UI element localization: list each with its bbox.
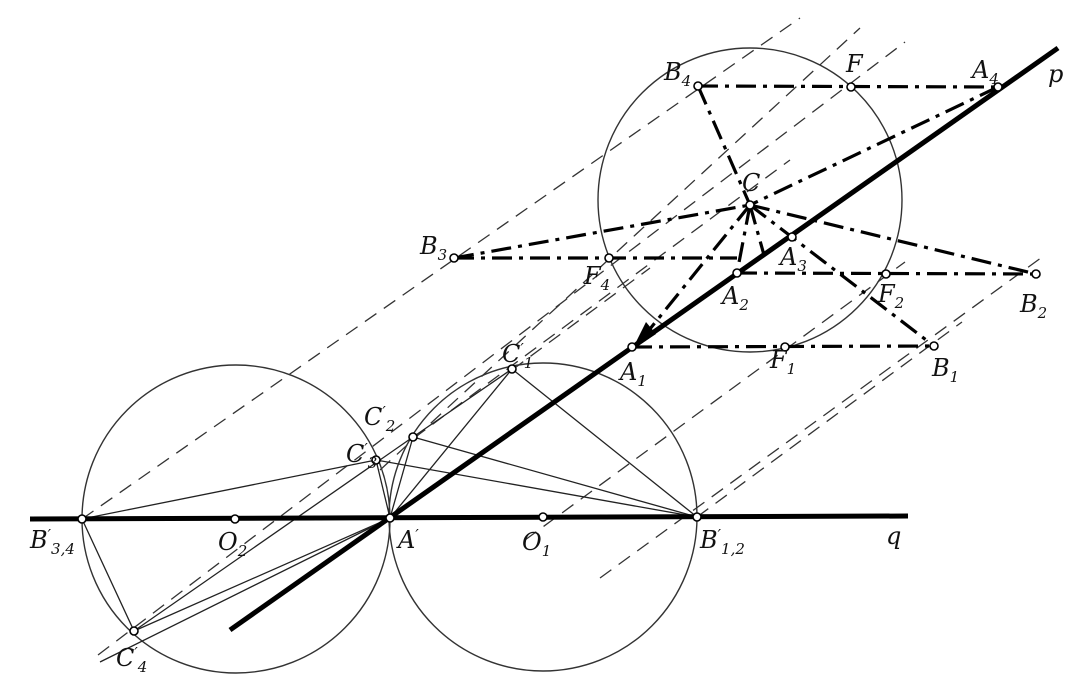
- point-a4: [993, 82, 1003, 92]
- dashdot-c-a1: [635, 203, 752, 347]
- thin-construction-lines: [81, 368, 698, 663]
- point-f1: [780, 342, 790, 352]
- point-o2: [230, 514, 240, 524]
- dashdot-a2-b2: [736, 271, 1037, 276]
- dashdot-b4-a4: [697, 84, 999, 89]
- point-b2: [1031, 269, 1041, 279]
- point-ap: [385, 513, 395, 523]
- dashdot-c-b2: [749, 203, 1037, 276]
- point-c: [745, 200, 755, 210]
- line-c3-a: [375, 459, 391, 519]
- label-c2p: C′2: [364, 403, 395, 435]
- line-c2-c1: [412, 368, 513, 438]
- label-ap: A′: [396, 526, 419, 554]
- label-b34p: B′3,4: [29, 526, 75, 558]
- label-o2: O2: [218, 528, 247, 560]
- line-c3-b12: [375, 459, 698, 518]
- arrow-head-a1: [632, 322, 656, 350]
- point-a2: [732, 268, 742, 278]
- dashed-line-2: [379, 27, 861, 471]
- line-q: [29, 513, 909, 522]
- line-b34-c4: [81, 518, 135, 632]
- line-a-c2: [389, 436, 414, 519]
- dashed-parallels: [81, 17, 1046, 656]
- label-c4p: C′4: [116, 644, 147, 676]
- dashed-line-6: [524, 261, 906, 541]
- point-a3: [787, 232, 797, 242]
- label-a1: A1: [618, 358, 647, 390]
- line-c4-a: [133, 517, 391, 632]
- point-o1: [538, 512, 548, 522]
- dashed-line-1: [81, 17, 801, 520]
- line-extension: [99, 517, 391, 663]
- line-c4-c2: [133, 436, 414, 632]
- line-label-p: p: [1048, 60, 1063, 88]
- dashed-line-4: [413, 159, 791, 439]
- point-c2p: [408, 432, 418, 442]
- dashed-line-8: [696, 321, 963, 518]
- label-c: C: [742, 169, 760, 197]
- point-b4: [693, 81, 703, 91]
- dashed-line-5: [511, 267, 651, 371]
- line-c2-b12: [412, 436, 698, 518]
- point-b34p: [77, 514, 87, 524]
- dashdot-a1-b1: [631, 344, 935, 349]
- label-f2: F2: [877, 280, 904, 312]
- dashdot-c-b1: [749, 203, 935, 348]
- dashdot-b3-c: [453, 203, 751, 260]
- point-f4: [604, 253, 614, 263]
- label-a3: A3: [778, 243, 807, 275]
- point-a1: [627, 342, 637, 352]
- dashed-line-7: [599, 254, 1046, 579]
- label-f1: F1: [769, 346, 796, 378]
- point-f: [846, 82, 856, 92]
- line-a-c1: [389, 368, 513, 519]
- point-c4p: [129, 626, 139, 636]
- point-b1: [929, 341, 939, 351]
- label-o1: O1: [522, 528, 551, 560]
- label-f: F: [845, 50, 864, 78]
- label-b12p: B′1,2: [699, 526, 745, 558]
- dashdot-c-a3: [748, 204, 766, 256]
- dashed-line-3: [97, 41, 906, 656]
- dashdot-c-a2: [735, 204, 752, 274]
- point-f2: [881, 269, 891, 279]
- point-b3: [449, 253, 459, 263]
- label-a2: A2: [720, 282, 749, 314]
- label-f4: F4: [583, 262, 610, 294]
- line-b34-c3: [81, 459, 377, 520]
- point-c3p: [371, 455, 381, 465]
- label-b2: B2: [1019, 290, 1047, 322]
- dash-dot-lines: [453, 84, 1037, 349]
- dashdot-a4-c: [749, 85, 999, 207]
- label-a4: A4: [970, 56, 999, 88]
- point-b12p: [692, 512, 702, 522]
- label-c3p: C′3: [346, 440, 377, 472]
- line-label-q: q: [886, 522, 901, 550]
- label-b4: B4: [663, 58, 691, 90]
- point-c1p: [507, 364, 517, 374]
- line-c1-b12: [511, 368, 698, 518]
- circle-c: [597, 47, 903, 353]
- label-b3: B3: [419, 232, 447, 264]
- points-layer: [77, 81, 1041, 636]
- label-b1: B1: [931, 354, 959, 386]
- label-c1p: C′1: [502, 340, 533, 372]
